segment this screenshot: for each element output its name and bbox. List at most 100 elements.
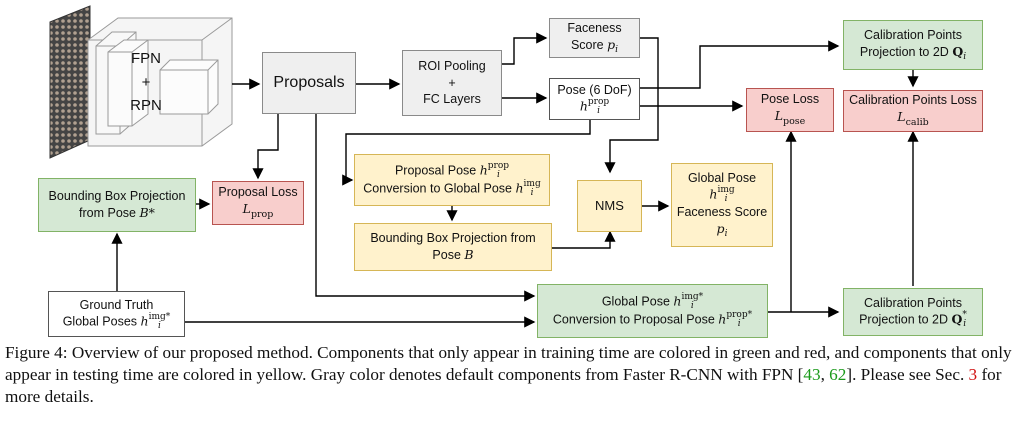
calib-loss-box: Calibration Points Loss Lcalib — [843, 90, 983, 132]
pose-loss-line-1: Pose Loss — [760, 92, 820, 107]
proposals-label: Proposals — [273, 74, 345, 92]
calib-proj-top-line-2-text: Projection to 2D — [859, 44, 949, 59]
pose-line-1: Pose (6 DoF) — [557, 82, 632, 97]
global-line-4: pi — [717, 221, 728, 240]
pose-symbol-sup: prop — [587, 97, 610, 108]
pose-symbol: h — [579, 98, 588, 114]
calib-projection-top-box: Calibration Points Projection to 2D Qi — [843, 20, 983, 70]
conv-line-2-sup: img — [523, 179, 541, 189]
bbox2-line-2-text: Pose — [432, 248, 461, 262]
pose-loss-symbol: L — [774, 108, 783, 124]
calib-proj-bot-line-2: Projection to 2D Q*i — [859, 311, 967, 329]
gt-line-1: Ground Truth — [79, 297, 154, 312]
gt-symbol-sup: img* — [148, 312, 171, 323]
faceness-line-1: Faceness — [567, 20, 622, 35]
conv-line-1-sub: i — [496, 170, 500, 180]
caption-text-1: Figure 4: Overview of our proposed metho… — [5, 343, 1012, 384]
pose-loss-box: Pose Loss Lpose — [746, 88, 834, 132]
fpn-blocks — [87, 17, 233, 147]
figure-caption: Figure 4: Overview of our proposed metho… — [5, 342, 1021, 408]
calib-proj-top-line-1: Calibration Points — [864, 27, 962, 42]
conv-line-1-sup: prop — [487, 161, 510, 171]
global-line-3: Faceness Score — [676, 205, 768, 220]
bbox-proj-line-2: from Pose B* — [79, 205, 155, 222]
input-image — [49, 5, 91, 159]
global-p-sub: i — [724, 229, 728, 240]
calib-proj-bot-symbol: Q — [951, 311, 963, 327]
g2p-line-1-text: Global Pose — [601, 294, 670, 309]
pose-loss-line-2: Lpose — [775, 108, 806, 129]
g2p-line-2-symbol: h — [718, 311, 727, 327]
g2p-line-1-sup: img* — [681, 292, 704, 302]
faceness-symbol-sub: i — [615, 44, 619, 55]
bbox2-symbol: B — [464, 247, 474, 262]
prop-loss-line-2: Lprop — [243, 201, 274, 222]
conv-line-2-text: Conversion to Global Pose — [363, 181, 512, 196]
gt-symbol-sub: i — [158, 321, 161, 332]
calib-proj-bot-line-2-text: Projection to 2D — [859, 312, 949, 327]
bbox2-line-2: Pose B — [432, 247, 473, 264]
rpn-label: RPN — [130, 97, 162, 114]
calib-loss-line-2: Lcalib — [897, 109, 928, 130]
calib-proj-bot-line-1: Calibration Points — [864, 295, 962, 310]
prop-loss-line-1: Proposal Loss — [218, 185, 298, 200]
pose-symbol-sub: i — [597, 106, 600, 117]
prop-loss-symbol-sub: prop — [250, 209, 274, 221]
g2p-line-2-text: Conversion to Proposal Pose — [552, 312, 715, 327]
calib-loss-symbol: L — [897, 109, 906, 125]
method-overview-diagram: FPN + RPN Proposals ROI Pooling + FC Lay… — [38, 5, 983, 338]
section-link-3[interactable]: 3 — [968, 365, 978, 384]
calib-proj-top-symbol: Q — [952, 43, 964, 59]
global-symbol-sup: img — [717, 185, 735, 196]
bbox-projection-gt-box: Bounding Box Projection from Pose B* — [38, 178, 196, 232]
conv-line-2-symbol: h — [515, 180, 524, 196]
g2p-line-1-symbol: h — [673, 293, 682, 309]
global-p-symbol: p — [716, 221, 725, 237]
proposals-box: Proposals — [262, 52, 356, 114]
g2p-line-2-sub: i — [737, 319, 741, 329]
roi-pooling-box: ROI Pooling + FC Layers — [402, 50, 502, 116]
caption-sep: , — [820, 365, 830, 384]
roi-line-1: ROI Pooling — [418, 58, 486, 73]
fpn-label: FPN — [131, 50, 161, 67]
pose-loss-symbol-sub: pose — [783, 116, 806, 128]
fpn-plus-label: + — [141, 74, 151, 91]
calib-proj-bot-sup: * — [962, 310, 967, 321]
g2p-line-2-sup: prop* — [726, 310, 753, 320]
g2p-line-1-sub: i — [690, 301, 694, 311]
calib-loss-symbol-sub: calib — [905, 117, 929, 129]
roi-line-2: + — [448, 75, 456, 90]
diagram-connectors — [49, 5, 919, 328]
conv-line-1-symbol: h — [479, 162, 488, 178]
calib-proj-top-symbol-sub: i — [963, 51, 967, 62]
calib-proj-bot-sub: i — [963, 319, 967, 330]
faceness-symbol: p — [607, 36, 616, 52]
proposal-loss-box: Proposal Loss Lprop — [212, 181, 304, 225]
bbox-proj-symbol: B* — [139, 205, 155, 220]
calib-loss-line-1: Calibration Points Loss — [849, 93, 977, 108]
nms-label: NMS — [595, 198, 624, 214]
global-symbol: h — [709, 186, 718, 202]
global-symbol-sub: i — [724, 194, 728, 205]
prop-loss-symbol: L — [242, 201, 251, 217]
calib-projection-bottom-box: Calibration Points Projection to 2D Q*i — [843, 288, 983, 336]
gt-line-2-text: Global Poses — [62, 314, 138, 329]
bbox-proj-line-2-text: from Pose — [79, 206, 137, 220]
caption-text-3: for more details. — [5, 365, 1002, 406]
citation-43[interactable]: 43 — [803, 365, 821, 384]
conv-line-2-sub: i — [530, 188, 534, 198]
citation-62[interactable]: 62 — [829, 365, 847, 384]
global-line-1: Global Pose — [687, 170, 757, 185]
gt-symbol: h — [140, 313, 149, 329]
